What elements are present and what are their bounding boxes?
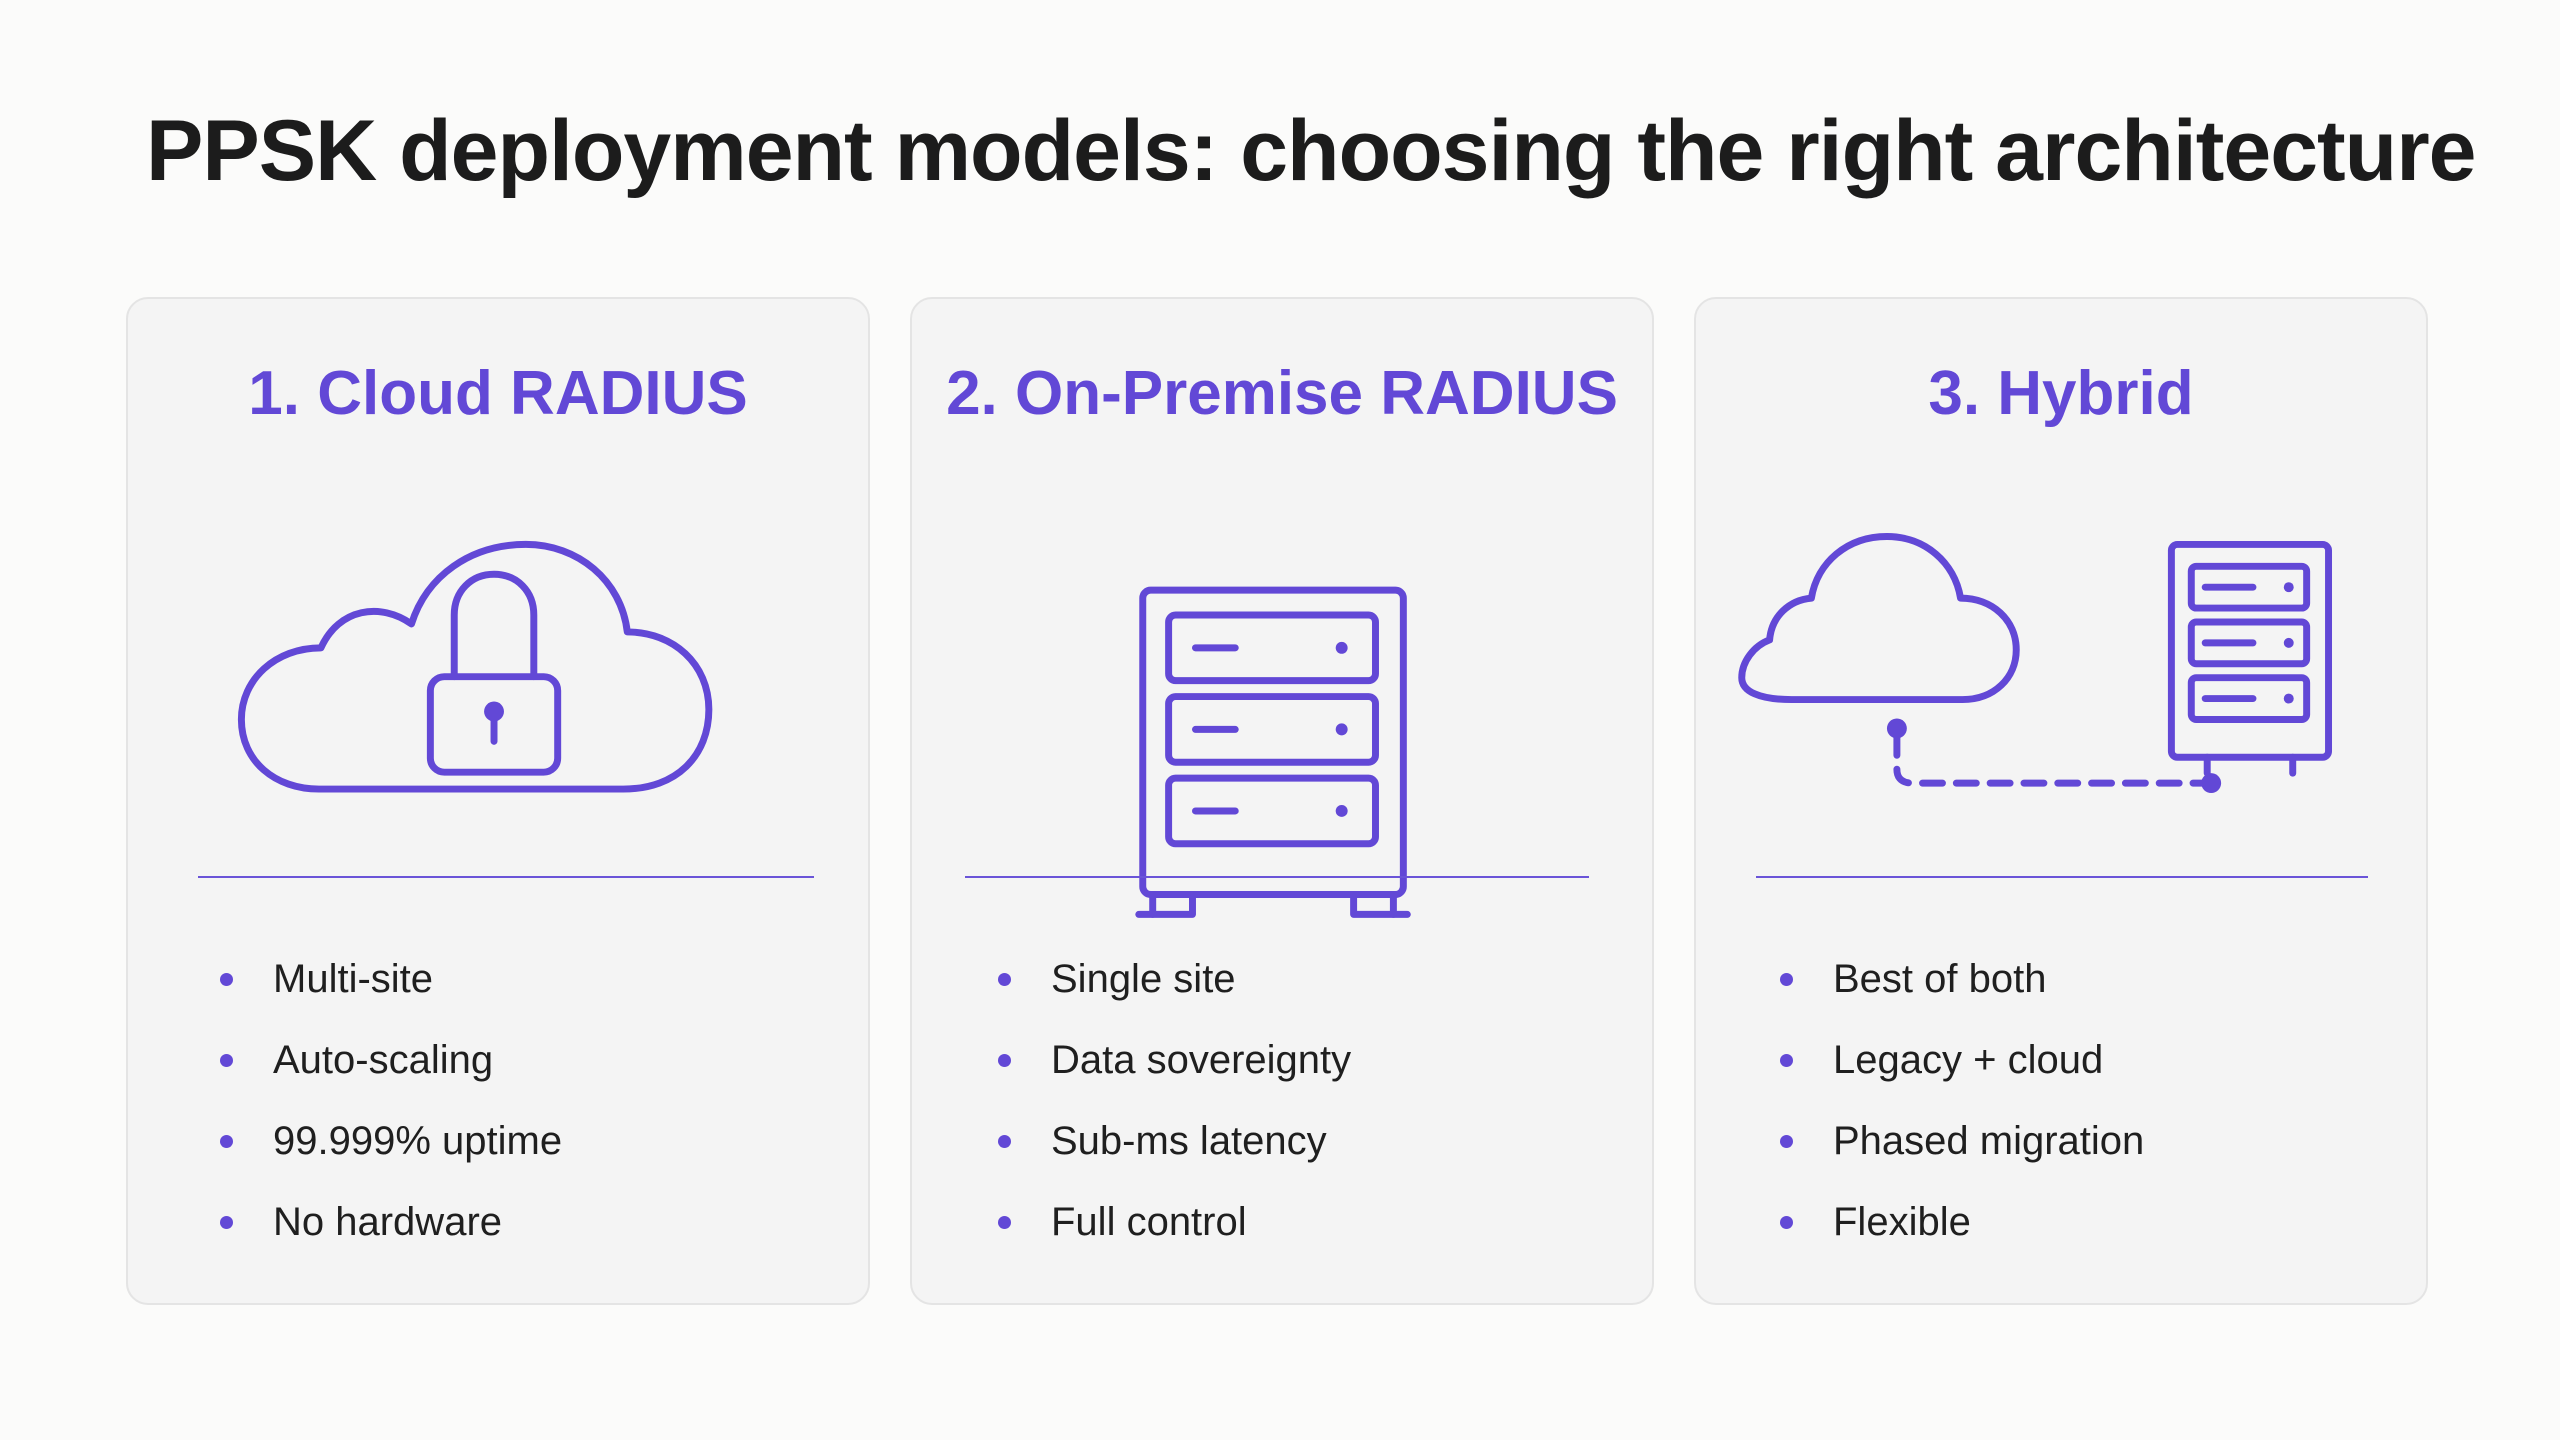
bullet-icon: [220, 1054, 233, 1067]
list-item: Phased migration: [1780, 1101, 2144, 1182]
bullet-icon: [998, 1054, 1011, 1067]
bullet-icon: [220, 1216, 233, 1229]
list-item: Auto-scaling: [220, 1020, 562, 1101]
bullet-icon: [998, 1216, 1011, 1229]
feature-label: 99.999% uptime: [273, 1119, 563, 1163]
list-item: Single site: [998, 939, 1351, 1020]
list-item: Flexible: [1780, 1182, 2144, 1263]
feature-label: Legacy + cloud: [1833, 1038, 2104, 1082]
list-item: 99.999% uptime: [220, 1101, 562, 1182]
card-divider: [965, 876, 1589, 878]
feature-label: Best of both: [1833, 957, 2047, 1001]
bullet-icon: [998, 1135, 1011, 1148]
feature-list: Best of both Legacy + cloud Phased migra…: [1780, 939, 2144, 1263]
feature-list: Single site Data sovereignty Sub-ms late…: [998, 939, 1351, 1263]
feature-label: Sub-ms latency: [1051, 1119, 1327, 1163]
bullet-icon: [1780, 1135, 1793, 1148]
card-divider: [1756, 876, 2368, 878]
feature-list: Multi-site Auto-scaling 99.999% uptime N…: [220, 939, 562, 1263]
feature-label: Multi-site: [273, 957, 434, 1001]
feature-label: Flexible: [1833, 1200, 1971, 1244]
list-item: Full control: [998, 1182, 1351, 1263]
page-title: PPSK deployment models: choosing the rig…: [146, 103, 2476, 199]
card-title: 1. Cloud RADIUS: [248, 359, 748, 428]
card-on-premise-radius: 2. On-Premise RADIUS Single site Data s: [910, 297, 1654, 1305]
list-item: Sub-ms latency: [998, 1101, 1351, 1182]
list-item: No hardware: [220, 1182, 562, 1263]
cloud-server-connection-icon: [1696, 469, 2426, 1139]
bullet-icon: [1780, 973, 1793, 986]
bullet-icon: [220, 973, 233, 986]
list-item: Legacy + cloud: [1780, 1020, 2144, 1101]
bullet-icon: [998, 973, 1011, 986]
feature-label: Data sovereignty: [1051, 1038, 1352, 1082]
bullet-icon: [220, 1135, 233, 1148]
bullet-icon: [1780, 1054, 1793, 1067]
card-divider: [198, 876, 814, 878]
card-cloud-radius: 1. Cloud RADIUS Multi-site Auto-scaling …: [126, 297, 870, 1305]
feature-label: Full control: [1051, 1200, 1247, 1244]
cloud-lock-icon: [128, 469, 868, 1139]
server-rack-icon: [912, 469, 1652, 1139]
bullet-icon: [1780, 1216, 1793, 1229]
list-item: Multi-site: [220, 939, 562, 1020]
card-hybrid: 3. Hybrid Best of both: [1694, 297, 2428, 1305]
feature-label: Phased migration: [1833, 1119, 2145, 1163]
feature-label: Single site: [1051, 957, 1236, 1001]
feature-label: No hardware: [273, 1200, 503, 1244]
card-title: 2. On-Premise RADIUS: [946, 359, 1618, 428]
list-item: Best of both: [1780, 939, 2144, 1020]
list-item: Data sovereignty: [998, 1020, 1351, 1101]
card-title: 3. Hybrid: [1928, 359, 2194, 428]
feature-label: Auto-scaling: [273, 1038, 494, 1082]
